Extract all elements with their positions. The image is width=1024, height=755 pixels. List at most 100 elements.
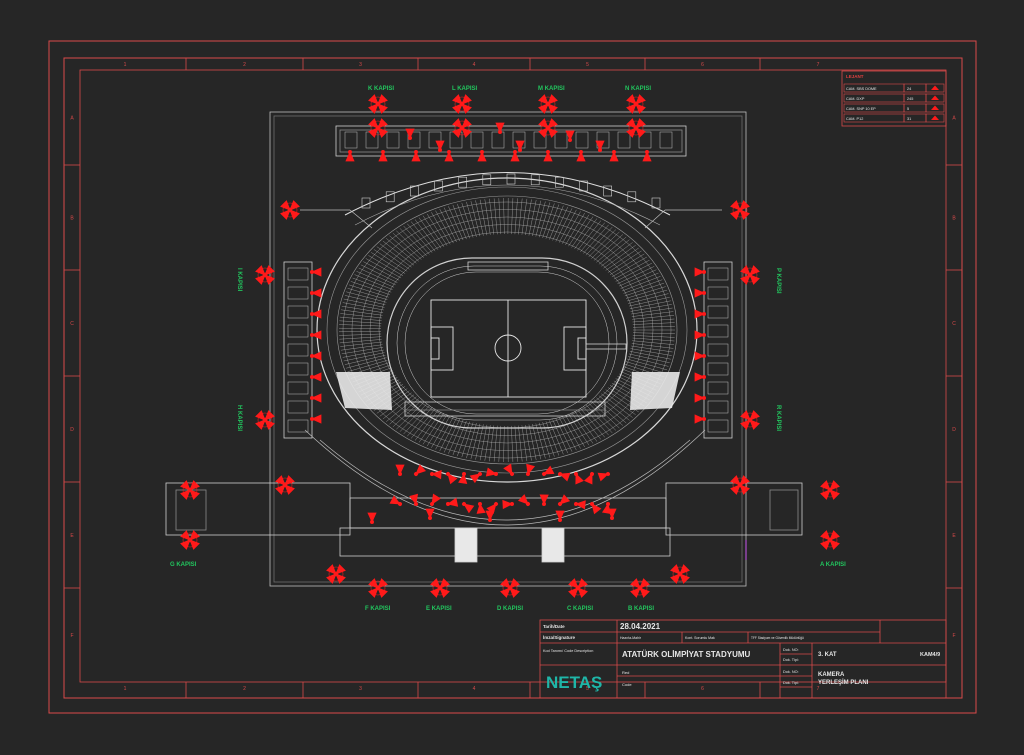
grid-column-label: 4 — [473, 62, 476, 68]
suite-box — [530, 174, 540, 186]
legend-camera-icon — [931, 105, 939, 110]
camera-icon — [510, 149, 520, 162]
camera-icon — [503, 463, 515, 477]
camera-cluster-ring — [257, 412, 273, 428]
camera-icon — [694, 330, 707, 340]
room-cell — [470, 131, 484, 149]
suite-box — [554, 176, 564, 188]
left-building — [283, 261, 313, 439]
rev-label: Red — [622, 670, 629, 675]
room-cell — [596, 131, 610, 149]
camera-cluster-ring — [282, 202, 298, 218]
room-cell — [617, 131, 631, 149]
camera-cluster-ring — [822, 482, 838, 498]
legend-camera-icon — [931, 85, 939, 90]
gate-labels: K KAPISI L KAPISI M KAPISI N KAPISI F KA… — [170, 86, 846, 612]
room-cell — [707, 419, 729, 433]
camera-cluster-ring — [540, 120, 556, 136]
camera-icon — [477, 149, 487, 162]
netas-logo: NETAŞ — [546, 673, 602, 692]
suite-box — [409, 185, 419, 197]
running-track — [386, 257, 628, 429]
camera-icon — [378, 149, 388, 162]
grid-column-label: 6 — [701, 62, 704, 68]
camera-icon — [430, 578, 443, 591]
grid-row-label: D — [952, 427, 956, 433]
suite-box — [627, 191, 637, 203]
camera-icon — [583, 471, 595, 485]
camera-icon — [495, 122, 505, 135]
camera-icon — [452, 118, 465, 131]
camera-icon — [740, 410, 753, 423]
camera-cluster-ring — [370, 580, 386, 596]
camera-cluster-ring — [182, 482, 198, 498]
camera-icon — [694, 393, 707, 403]
gate-label-c: C KAPISI — [567, 606, 593, 612]
suite-box — [434, 180, 443, 192]
camera-cluster-ring — [502, 580, 518, 596]
camera-icon — [670, 564, 683, 577]
suite-box — [385, 191, 395, 203]
legend-row-count: 24 — [907, 87, 911, 91]
grid-column-label: 3 — [359, 62, 362, 68]
room-cell — [707, 362, 729, 376]
camera-icon — [568, 578, 581, 591]
camera-cluster-ring — [182, 532, 198, 548]
camera-icon — [557, 494, 571, 507]
gate-label-f: F KAPISI — [365, 606, 391, 612]
camera-icon — [368, 94, 381, 107]
room-cell — [659, 131, 673, 149]
camera-icon — [573, 500, 586, 510]
camera-icon — [630, 578, 643, 591]
grid-column-label: 7 — [817, 62, 820, 68]
gate-label-r: R KAPISI — [775, 405, 781, 431]
camera-icon — [411, 149, 421, 162]
camera-cluster-ring — [742, 267, 758, 283]
camera-icon — [425, 508, 435, 521]
camera-icon — [389, 495, 403, 507]
camera-cluster-ring — [370, 96, 386, 112]
sheet-code: KAM4/9 — [920, 652, 940, 658]
camera-icon — [485, 467, 499, 477]
camera-icon — [326, 564, 339, 577]
grid-column-label: 2 — [243, 686, 246, 692]
room-cell — [707, 343, 729, 357]
camera-icon — [309, 309, 322, 319]
camera-icon — [255, 410, 268, 423]
gate-label-n: N KAPISI — [625, 86, 651, 92]
camera-icon — [740, 265, 753, 278]
grid-row-label: A — [952, 116, 956, 122]
camera-icon — [565, 130, 575, 143]
top-building — [335, 125, 687, 157]
camera-cluster-ring — [672, 566, 688, 582]
camera-cluster-ring — [732, 477, 748, 493]
camera-icon — [500, 578, 513, 591]
grid-column-label: 5 — [586, 686, 589, 692]
camera-icon — [409, 493, 419, 507]
camera-icon — [595, 140, 605, 153]
grid-row-label: C — [952, 321, 956, 327]
camera-icon — [820, 530, 833, 543]
bottom-building — [165, 482, 803, 563]
room-cell — [287, 286, 309, 300]
check-label: Kont. Sorumlu Mak — [685, 636, 715, 640]
grid-row-label: F — [70, 633, 73, 639]
gate-label-d: D KAPISI — [497, 606, 523, 612]
camera-icon — [280, 200, 293, 213]
gate-label-i: I KAPISI — [236, 268, 242, 292]
code-label: Code — [622, 682, 632, 687]
room-cell — [707, 381, 729, 395]
camera-icon — [576, 149, 586, 162]
grid-row-label: D — [70, 427, 74, 433]
camera-icon — [515, 140, 525, 153]
camera-cluster-ring — [454, 96, 470, 112]
grid-column-label: 1 — [124, 62, 127, 68]
camera-cluster-ring — [628, 96, 644, 112]
diagonal-walls — [300, 209, 722, 229]
camera-icon — [309, 372, 322, 382]
grid-column-label: 6 — [701, 686, 704, 692]
grid-row-label: E — [952, 533, 956, 539]
upper-tier-boxes — [361, 173, 661, 209]
legend-row-label: CAM. P12 — [846, 117, 863, 121]
